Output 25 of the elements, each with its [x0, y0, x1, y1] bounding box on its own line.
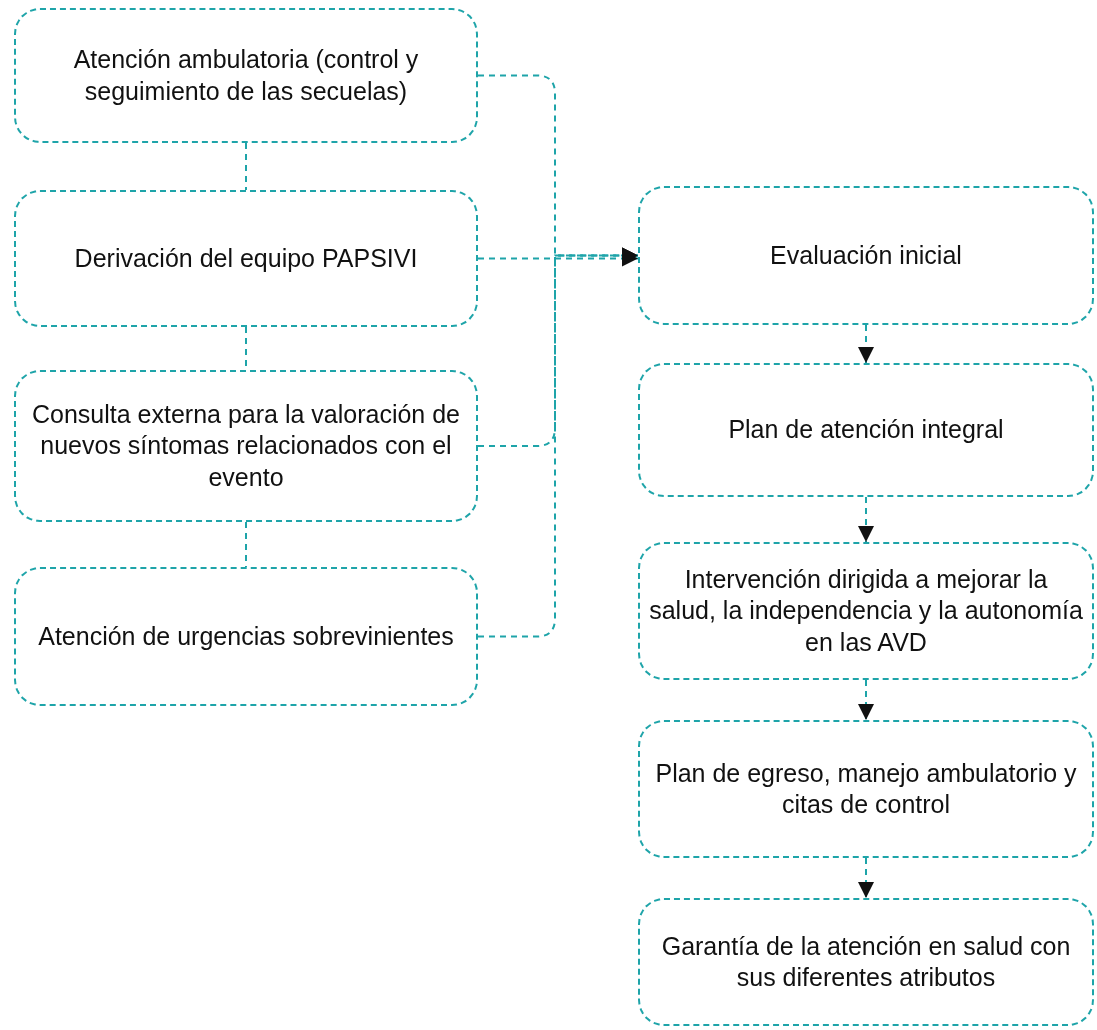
box-text: Plan de egreso, manejo ambulatorio y citas de control — [654, 757, 1078, 820]
connector-line — [245, 142, 247, 191]
arrow — [858, 324, 874, 364]
box-text: Atención de urgencias sobrevinientes — [38, 620, 454, 652]
process-box — [14, 8, 478, 143]
arrow — [477, 247, 639, 638]
process-box — [638, 720, 1094, 858]
process-box — [638, 542, 1094, 680]
box-text: Atención ambulatoria (control y seguimiento de las secuelas) — [72, 44, 420, 107]
box-text: Intervención dirigida a mejorar la salud, la independencia y la autonomía en las AVD — [648, 564, 1084, 658]
box-text: Derivación del equipo PAPSIVI — [74, 242, 418, 274]
process-box — [14, 190, 478, 327]
process-box — [14, 370, 478, 522]
connector-line — [245, 521, 247, 568]
arrow — [858, 857, 874, 899]
process-box — [638, 186, 1094, 325]
process-box — [14, 567, 478, 706]
box-text: Evaluación inicial — [770, 239, 962, 271]
box-text: Garantía de la atención en salud con sus diferentes atributos — [660, 930, 1072, 993]
box-text: Consulta externa para la valoración de nuevos síntomas relacionados con el evento — [30, 399, 461, 493]
arrow — [858, 496, 874, 543]
process-box — [638, 363, 1094, 497]
process-box — [638, 898, 1094, 1026]
box-text: Plan de atención integral — [728, 414, 1004, 446]
arrow — [858, 679, 874, 721]
